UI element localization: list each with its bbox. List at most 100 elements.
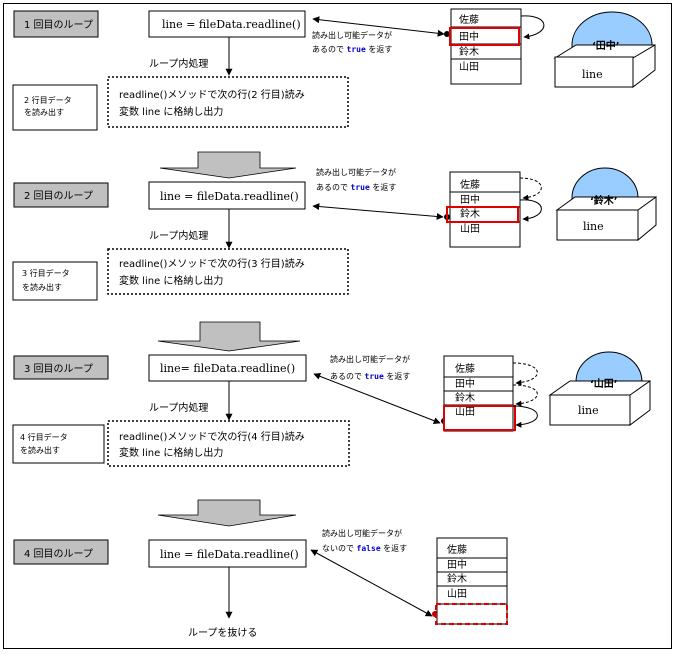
ball-value: ‘山田’ [590,377,618,390]
file-row: 佐藤 [455,363,475,375]
readline-call: line= fileData.readline() [160,362,295,375]
return-note-line-2: ないので false を返す [322,544,407,553]
loop-label: 2 回目のループ [24,190,93,202]
return-arrow [310,549,433,617]
variable-name: line [582,68,603,81]
process-label: ループ内処理 [149,401,208,414]
readline-call-box [148,539,307,568]
loop-label: 4 回目のループ [24,548,93,560]
side-note-box [12,84,98,131]
return-note-line-1: 読み出し可能データが [316,167,396,177]
return-arrow [312,203,444,220]
readline-call-box [148,354,307,382]
return-note-line-2: あるので true を返す [316,183,396,192]
file-row: 山田 [455,406,475,418]
line-variable: ‘田中’ line [553,11,656,89]
side-note-line-2: を読み出す [20,445,60,455]
step-4: 4 回目のループ line = fileData.readline() ループを… [13,528,508,639]
return-note-line-1: 読み出し可能データが [330,354,410,364]
return-keyword: true [365,372,384,381]
loop-label-box [13,539,109,565]
step-3: 3 回目のループ line= fileData.readline() ループ内処… [12,351,651,467]
read-pointer [444,31,450,37]
file-row: 鈴木 [460,207,480,220]
next-iteration-arrow [157,499,297,527]
loop-label-box [13,182,109,208]
file-data: 佐藤 田中 鈴木 山田 [435,537,508,625]
pointer-advance-arrow [520,15,545,40]
return-note-line-1: 読み出し可能データが [322,528,402,538]
side-note-box [12,424,105,464]
loop-label-box [13,355,109,380]
side-note-line-2: を読み出す [22,282,62,292]
file-row: 佐藤 [447,544,467,556]
process-line-1: readline()メソッドで次の行(2 行目)読み [119,88,305,101]
line-variable: ‘鈴木’ line [555,167,657,242]
file-row: 山田 [459,61,479,73]
readline-call: line = fileData.readline() [160,548,299,561]
file-data: 佐藤 田中 鈴木 山田 [446,171,542,248]
return-note-line-1: 読み出し可能データが [312,30,392,40]
loop-label: 1 回目のループ [24,19,93,31]
current-row-highlight [443,405,516,431]
pointer-advance-arrow [512,384,538,407]
process-label: ループ内処理 [149,57,208,70]
file-row: 鈴木 [455,391,475,404]
file-row: 田中 [460,193,480,206]
return-keyword: true [351,183,370,192]
variable-box [554,56,634,88]
file-row: 山田 [460,223,480,235]
side-note-line-2: を読み出す [24,107,64,117]
variable-box [556,209,639,241]
process-line-1: readline()メソッドで次の行(3 行目)読み [119,257,305,270]
process-line-2: 変数 line に格納し出力 [119,446,223,459]
readline-call: line = fileData.readline() [160,190,299,203]
exit-label: ループを抜ける [188,626,257,639]
side-note-line-1: 3 行目データ [22,268,70,278]
readline-call-box [148,181,306,210]
ball-value: ‘田中’ [592,39,620,52]
step-1: 1 回目のループ line = fileData.readline() ループ内… [12,8,656,131]
return-note-line-2: あるので true を返す [330,372,410,381]
variable-name: line [578,404,599,417]
loop-label-box [13,10,99,38]
pointer-advance-arrow [519,177,542,201]
return-arrow [313,373,441,424]
next-iteration-arrow [157,321,301,352]
file-data: 佐藤 田中 鈴木 山田 [443,355,538,432]
pointer-advance-arrow [519,199,542,222]
process-line-1: readline()メソッドで次の行(4 行目)読み [119,430,305,443]
side-note-line-1: 4 行目データ [20,432,68,442]
return-keyword: true [347,45,366,54]
current-row-highlight [449,27,520,46]
return-note-line-2: あるので true を返す [312,45,392,54]
readline-call: line = fileData.readline() [162,18,301,31]
current-row-highlight [446,206,519,223]
file-row: 鈴木 [459,45,479,58]
eof-row-highlight [435,603,508,625]
pointer-advance-arrow [512,362,538,386]
variable-box [549,394,631,426]
side-note-box [12,261,98,301]
file-row: 佐藤 [460,179,480,191]
process-line-2: 変数 line に格納し出力 [119,105,223,118]
return-arrow [312,16,445,37]
pointer-advance-arrow [512,405,538,428]
file-row: 山田 [447,588,467,600]
file-row: 田中 [459,30,479,43]
file-row: 田中 [455,377,475,390]
file-row: 田中 [447,558,467,571]
side-note-line-1: 2 行目データ [24,95,72,105]
process-label: ループ内処理 [149,229,208,242]
ball-value: ‘鈴木’ [590,194,618,207]
process-line-2: 変数 line に格納し出力 [119,274,223,287]
loop-label: 3 回目のループ [24,363,93,375]
file-row: 鈴木 [447,572,467,585]
readline-call-box [148,10,306,38]
file-row: 佐藤 [459,14,479,26]
file-data: 佐藤 田中 鈴木 山田 [449,8,545,85]
process-box [107,76,349,128]
return-keyword: false [357,544,381,553]
process-box [107,420,350,467]
variable-name: line [583,220,604,233]
